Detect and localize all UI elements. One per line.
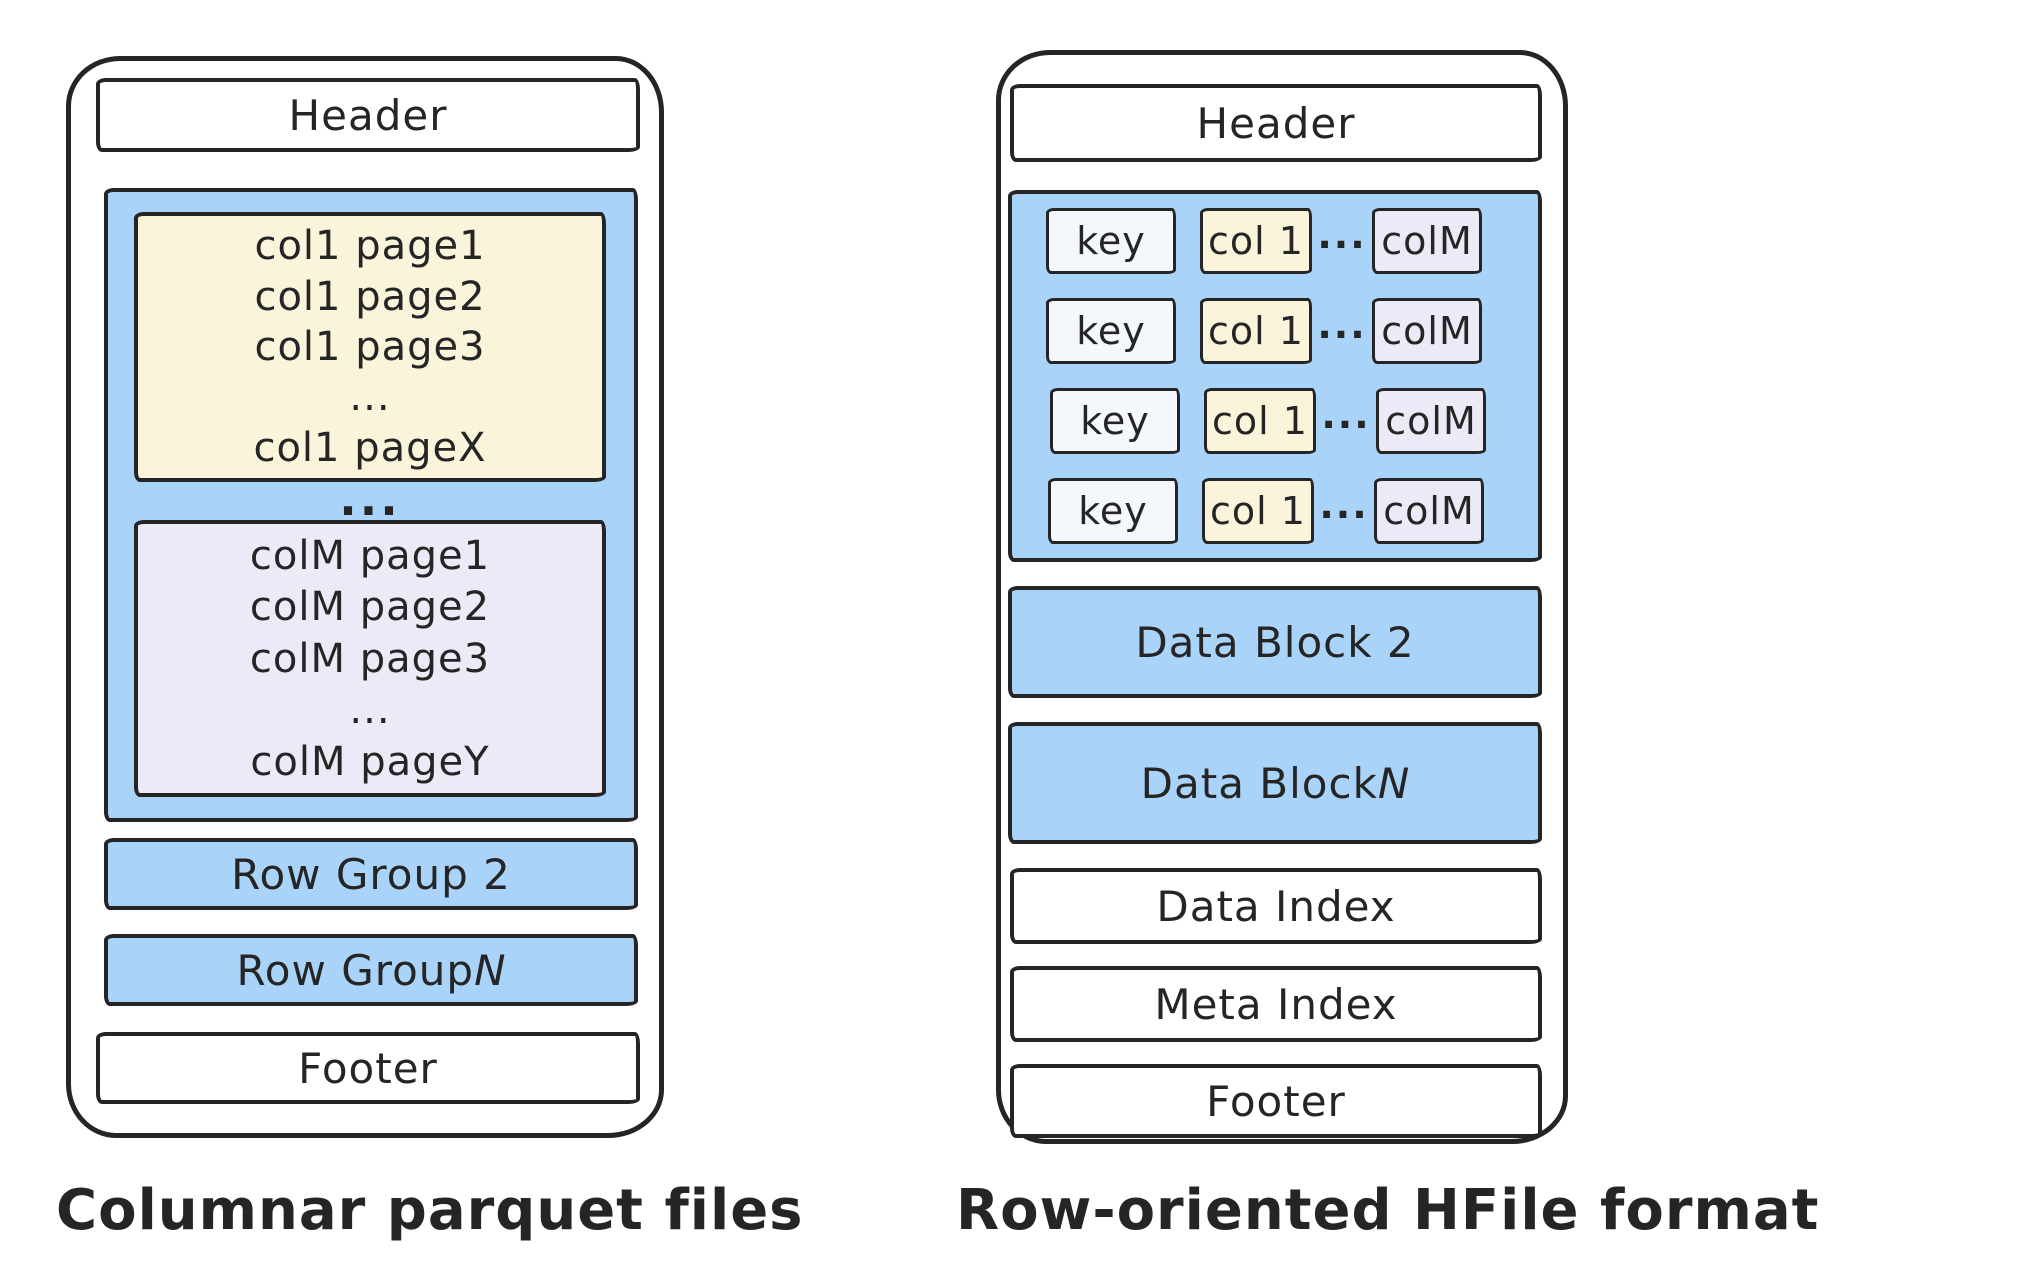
row-group-2-bar: Row Group 2 bbox=[104, 838, 638, 910]
col1-pages-box: col1 page1 col1 page2 col1 page3 ... col… bbox=[134, 212, 606, 482]
parquet-footer-box: Footer bbox=[96, 1032, 640, 1104]
data-index-label: Data Index bbox=[1156, 881, 1396, 931]
colM-cell: colM bbox=[1374, 478, 1484, 544]
row-group-n-label-prefix: Row Group bbox=[236, 945, 475, 995]
data-block-2-label: Data Block 2 bbox=[1135, 617, 1415, 667]
parquet-header-box: Header bbox=[96, 78, 640, 152]
hfile-footer-box: Footer bbox=[1010, 1064, 1542, 1138]
ellipsis-line: ... bbox=[349, 374, 391, 421]
parquet-footer-label: Footer bbox=[298, 1043, 438, 1093]
col1-cell: col 1 bbox=[1200, 298, 1312, 364]
row-ellipsis: ... bbox=[1319, 483, 1369, 527]
colM-page-line: colM page3 bbox=[249, 635, 491, 682]
row-group-gap-ellipsis: ... bbox=[339, 472, 401, 526]
data-index-box: Data Index bbox=[1010, 868, 1542, 944]
colM-cell: colM bbox=[1372, 208, 1482, 274]
kv-row: key col 1 ... colM bbox=[1046, 208, 1482, 274]
hfile-footer-label: Footer bbox=[1206, 1076, 1346, 1126]
col1-cell: col 1 bbox=[1202, 478, 1314, 544]
data-block-n: Data Block N bbox=[1008, 722, 1542, 844]
meta-index-box: Meta Index bbox=[1010, 966, 1542, 1042]
kv-row: key col 1 ... colM bbox=[1048, 478, 1484, 544]
colM-page-line: colM page1 bbox=[249, 532, 491, 579]
col1-cell: col 1 bbox=[1204, 388, 1316, 454]
ellipsis-line: ... bbox=[349, 687, 391, 733]
meta-index-label: Meta Index bbox=[1154, 979, 1398, 1029]
parquet-header-label: Header bbox=[288, 90, 448, 140]
colM-page-line: colM page2 bbox=[249, 584, 491, 630]
row-group-2-label: Row Group 2 bbox=[231, 849, 511, 899]
row-group-n-bar: Row Group N bbox=[104, 934, 638, 1006]
key-cell: key bbox=[1048, 478, 1178, 544]
row-ellipsis: ... bbox=[1317, 303, 1367, 347]
kv-row: key col 1 ... colM bbox=[1046, 298, 1482, 364]
hfile-caption: Row-oriented HFile format bbox=[956, 1178, 1820, 1243]
key-cell: key bbox=[1046, 208, 1176, 274]
key-cell: key bbox=[1046, 298, 1176, 364]
hfile-header-label: Header bbox=[1196, 98, 1356, 148]
data-block-n-label-prefix: Data Block bbox=[1140, 758, 1378, 808]
colM-page-line: colM pageY bbox=[250, 738, 490, 785]
hfile-header-box: Header bbox=[1010, 84, 1542, 162]
col1-cell: col 1 bbox=[1200, 208, 1312, 274]
col1-page-line: col1 pageX bbox=[253, 424, 487, 471]
key-cell: key bbox=[1050, 388, 1180, 454]
kv-row: key col 1 ... colM bbox=[1050, 388, 1486, 454]
col1-page-line: col1 page1 bbox=[254, 223, 486, 270]
row-ellipsis: ... bbox=[1317, 213, 1367, 257]
row-ellipsis: ... bbox=[1321, 393, 1371, 437]
data-block-n-variable: N bbox=[1377, 758, 1410, 808]
colM-pages-box: colM page1 colM page2 colM page3 ... col… bbox=[134, 520, 606, 797]
row-group-n-variable: N bbox=[474, 945, 506, 995]
col1-page-line: col1 page2 bbox=[254, 273, 486, 320]
colM-cell: colM bbox=[1376, 388, 1486, 454]
col1-page-line: col1 page3 bbox=[254, 323, 486, 370]
data-block-2: Data Block 2 bbox=[1008, 586, 1542, 698]
parquet-caption: Columnar parquet files bbox=[56, 1178, 804, 1243]
colM-cell: colM bbox=[1372, 298, 1482, 364]
